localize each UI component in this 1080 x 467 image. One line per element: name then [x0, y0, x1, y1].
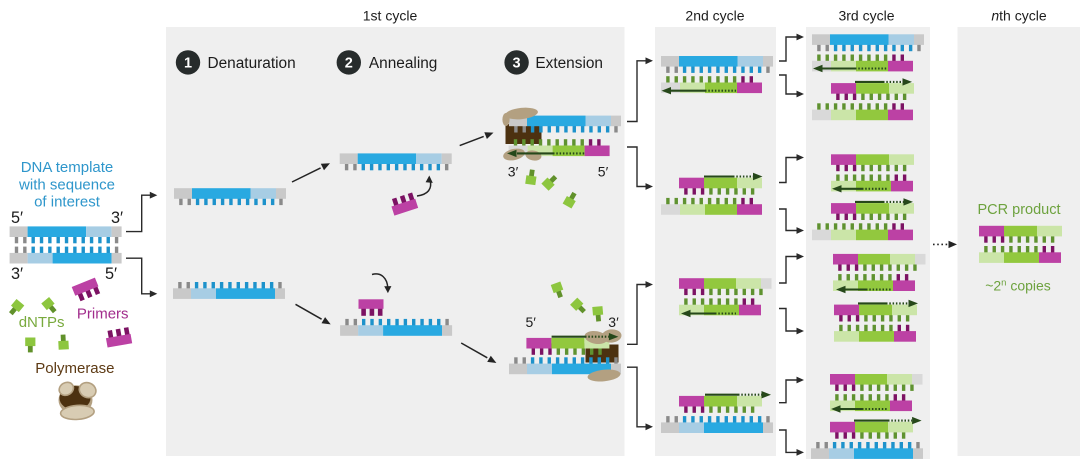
svg-text:Denaturation: Denaturation: [208, 55, 296, 72]
svg-text:of interest: of interest: [34, 194, 101, 211]
svg-text:3′: 3′: [111, 209, 123, 227]
svg-text:3: 3: [513, 56, 521, 72]
svg-text:DNA template: DNA template: [21, 159, 114, 176]
svg-text:~2n copies: ~2n copies: [985, 278, 1051, 294]
svg-text:Annealing: Annealing: [369, 55, 437, 72]
svg-text:nth cycle: nth cycle: [991, 8, 1046, 24]
svg-text:Primers: Primers: [77, 306, 129, 323]
svg-text:2nd cycle: 2nd cycle: [685, 8, 744, 24]
svg-text:with sequence: with sequence: [18, 177, 115, 194]
svg-text:PCR product: PCR product: [977, 202, 1060, 218]
svg-text:1st cycle: 1st cycle: [363, 8, 418, 24]
svg-text:dNTPs: dNTPs: [19, 314, 65, 331]
svg-text:3′: 3′: [11, 265, 23, 283]
svg-text:5′: 5′: [525, 314, 536, 330]
svg-text:5′: 5′: [11, 209, 23, 227]
svg-text:3′: 3′: [608, 314, 619, 330]
svg-text:2: 2: [345, 56, 353, 72]
svg-text:3′: 3′: [508, 164, 519, 180]
svg-text:3rd cycle: 3rd cycle: [838, 8, 894, 24]
svg-text:1: 1: [184, 56, 192, 72]
svg-text:5′: 5′: [105, 265, 117, 283]
svg-text:5′: 5′: [598, 164, 609, 180]
svg-text:Extension: Extension: [535, 55, 603, 72]
svg-text:Polymerase: Polymerase: [35, 360, 114, 377]
